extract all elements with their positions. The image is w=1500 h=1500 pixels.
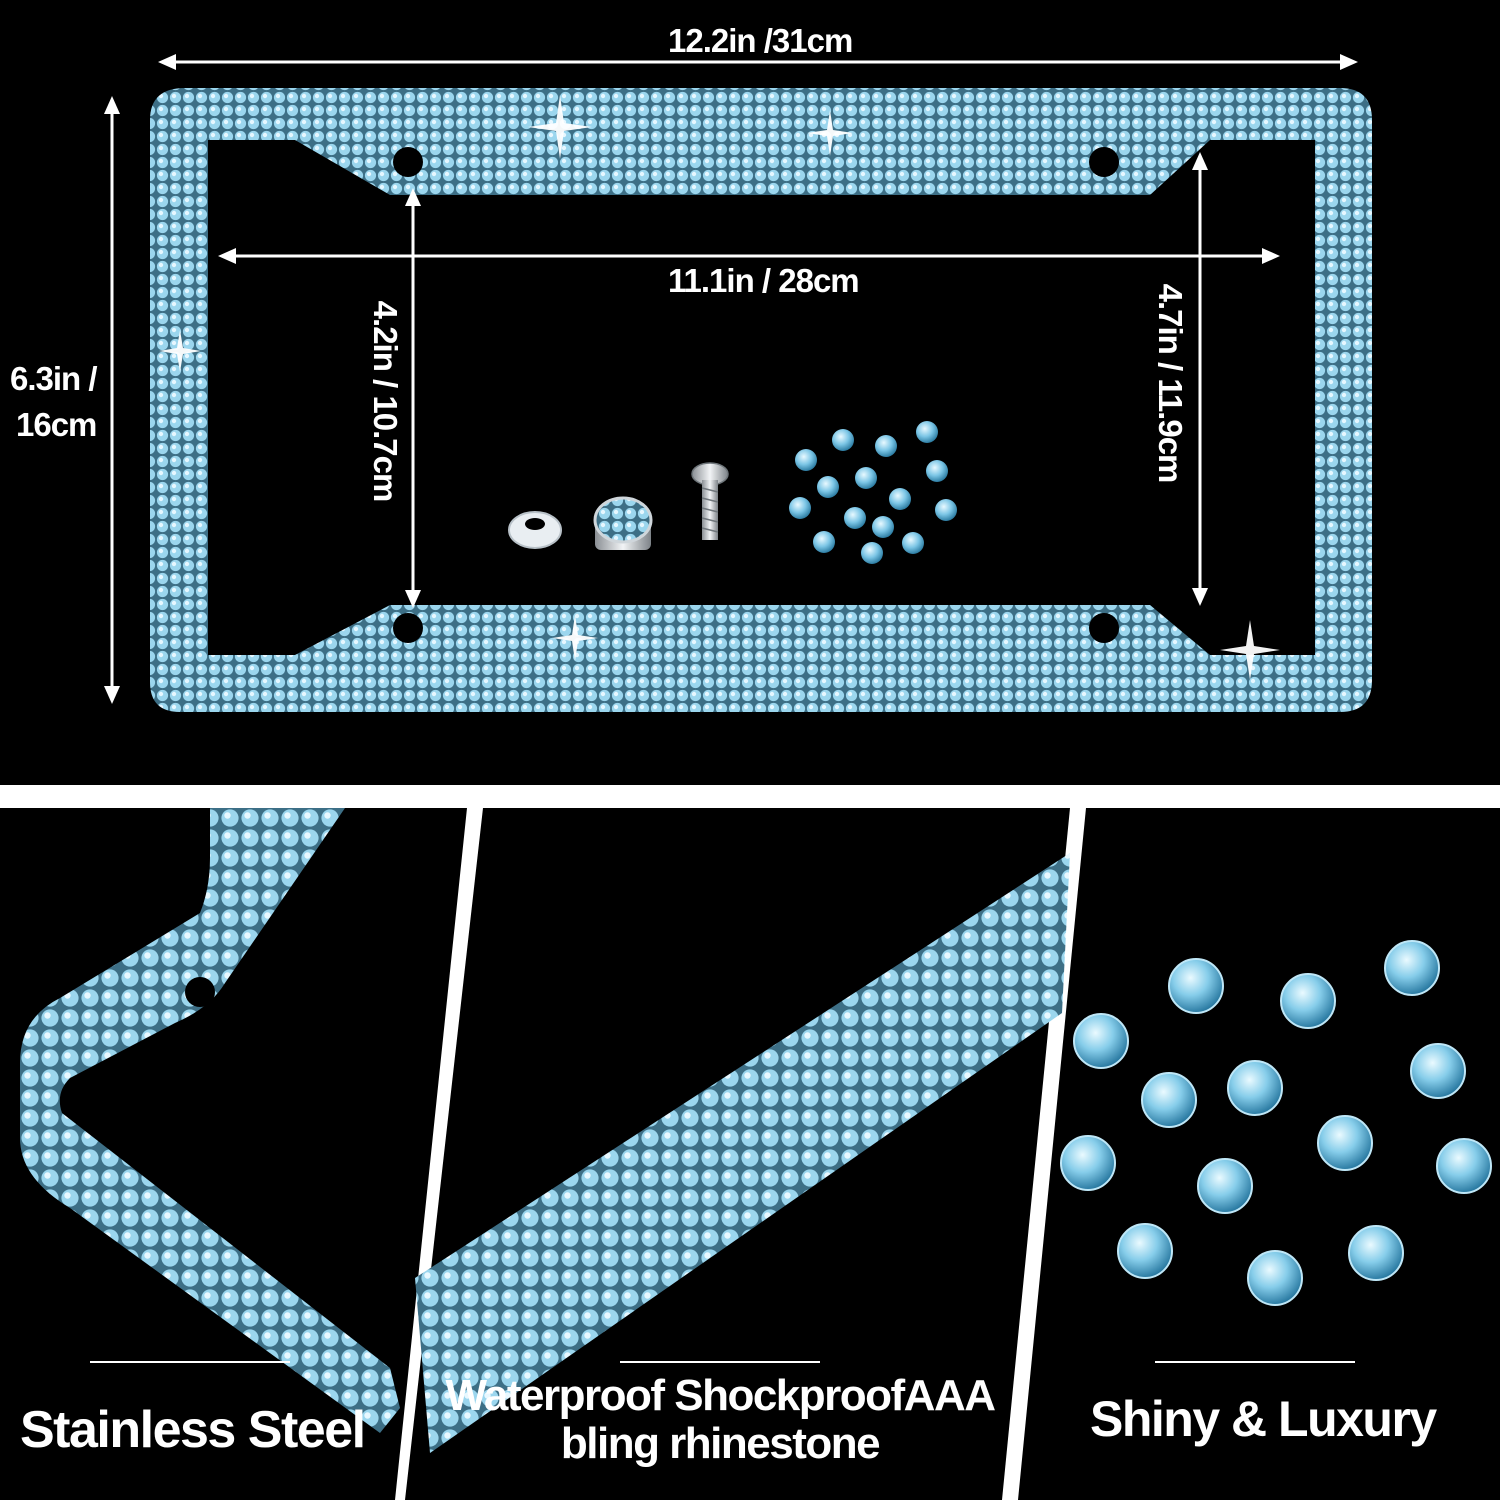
outer-height-line2: 16cm — [16, 406, 97, 443]
dimensions-panel: 12.2in /31cm 11.1in / 28cm 6.3in / 16cm … — [0, 0, 1500, 785]
frame-corner-closeup-icon — [20, 808, 400, 1433]
stainless-steel-divider — [90, 1361, 290, 1363]
rhinestone-screw-cap-icon — [593, 496, 653, 550]
inner-width-label: 11.1in / 28cm — [668, 262, 860, 299]
washer-icon — [508, 511, 562, 549]
inner-height-left-label: 4.2in / 10.7cm — [367, 300, 404, 502]
waterproof-caption-line1: Waterproof ShockproofAAA — [445, 1371, 996, 1420]
outer-height-label: 6.3in / 16cm — [10, 360, 98, 444]
outer-height-line1: 6.3in / — [10, 360, 98, 397]
feature-panels — [0, 808, 1500, 1500]
waterproof-divider — [620, 1361, 820, 1363]
inner-height-right-label: 4.7in / 11.9cm — [1152, 283, 1189, 483]
screw-icon — [691, 462, 729, 540]
shiny-luxury-panel — [1018, 808, 1500, 1500]
shiny-luxury-caption: Shiny & Luxury — [1090, 1391, 1437, 1447]
frame-strip-closeup-icon — [415, 853, 1070, 1453]
spare-rhinestone-icon — [789, 421, 957, 564]
stainless-steel-caption: Stainless Steel — [20, 1401, 366, 1459]
outer-width-label: 12.2in /31cm — [668, 22, 853, 59]
shiny-luxury-divider — [1155, 1361, 1355, 1363]
waterproof-caption-line2: bling rhinestone — [560, 1419, 881, 1469]
license-plate-frame-icon — [104, 54, 1372, 712]
loose-rhinestones-icon — [1060, 940, 1492, 1306]
waterproof-caption: Waterproof ShockproofAAA bling rhineston… — [440, 1371, 1000, 1469]
